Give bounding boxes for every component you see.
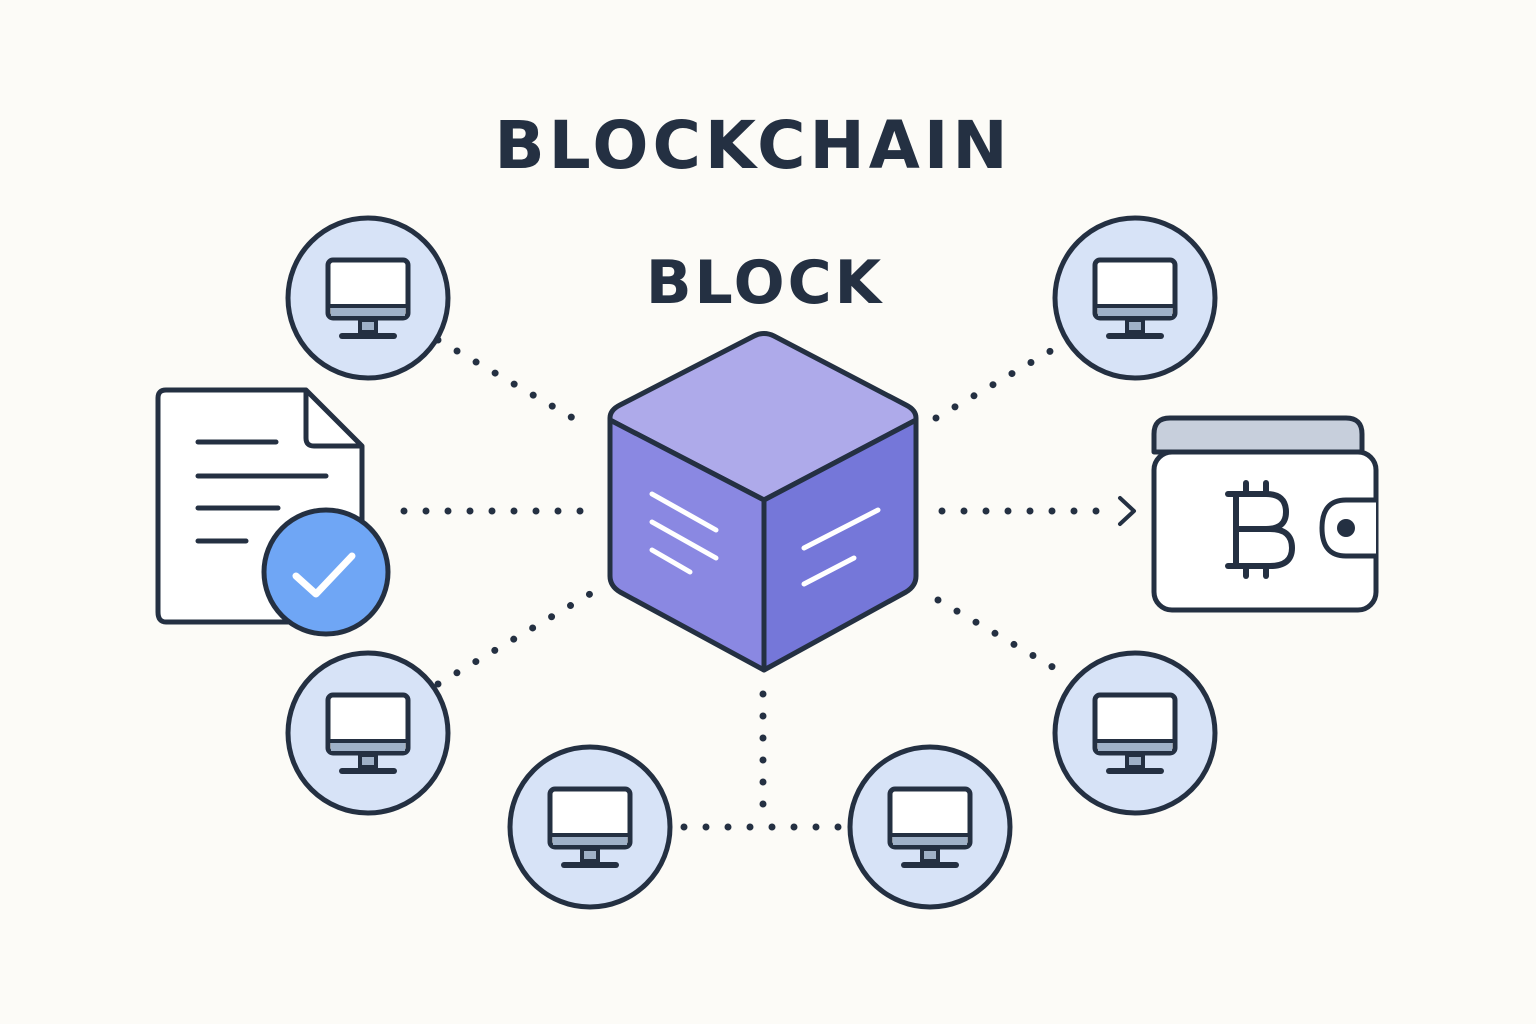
computer-node-top-right [1052,215,1218,381]
connector-mid-left [434,590,594,688]
wallet-band [1151,415,1365,455]
computer-node-mid-left [285,650,451,816]
cube-left-face [607,417,767,673]
block-label: BLOCK [646,248,884,318]
block-cube [607,331,919,673]
cube-line [801,555,857,587]
computer-node-bottom-right [847,744,1013,910]
check-badge [261,507,391,637]
connector-top-left [434,336,594,432]
arrow-head-icon [1118,496,1136,526]
cube-line [649,491,719,533]
network-connections [400,336,1112,831]
cube-line [649,519,719,561]
computer-node-bottom-left [507,744,673,910]
computer-node-top-left [285,215,451,381]
bitcoin-icon [1225,480,1295,579]
connector-top-right [932,338,1070,422]
cube-right-face [761,417,919,673]
computer-node-mid-right [1052,650,1218,816]
diagram-title: BLOCKCHAIN [494,107,1011,184]
verified-document [155,387,391,637]
cube-line [801,507,881,551]
checkmark-icon [292,552,356,598]
cube-line [649,547,693,575]
bitcoin-wallet [1151,415,1379,613]
wallet-clasp-button [1337,519,1355,537]
document-fold [303,390,362,449]
connector-mid-right [934,596,1072,680]
